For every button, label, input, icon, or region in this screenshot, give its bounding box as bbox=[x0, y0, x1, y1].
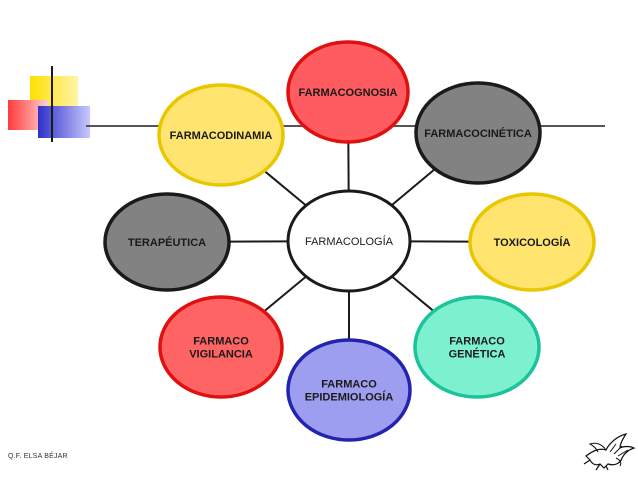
node-ellipse-toxicologia bbox=[468, 192, 596, 292]
node-farmacodinamia: FARMACODINAMIA bbox=[157, 83, 285, 187]
center-label: FARMACOLOGÍA bbox=[305, 235, 394, 248]
deco-blue-square bbox=[38, 106, 90, 138]
corner-decoration bbox=[8, 66, 90, 142]
connector-farmacodinamia bbox=[263, 170, 307, 207]
node-label-farmaco-epidemiologia: EPIDEMIOLOGÍA bbox=[305, 391, 394, 404]
node-label-farmacognosia: FARMACOGNOSIA bbox=[299, 87, 398, 99]
connectors bbox=[228, 141, 471, 340]
node-label-terapeutica: TERAPÉUTICA bbox=[128, 236, 206, 249]
node-ellipse-farmacognosia bbox=[286, 40, 410, 144]
connector-farmaco-vigilancia bbox=[263, 275, 307, 313]
node-toxicologia: TOXICOLOGÍA bbox=[468, 192, 596, 292]
node-label-farmaco-vigilancia: FARMACO bbox=[193, 336, 249, 348]
node-ellipse-farmaco-epidemiologia bbox=[286, 338, 412, 442]
center-ellipse bbox=[286, 189, 412, 293]
node-ellipse-farmaco-genetica bbox=[413, 295, 541, 399]
node-label-farmaco-vigilancia: VIGILANCIA bbox=[189, 349, 253, 361]
node-label-farmaco-epidemiologia: FARMACO bbox=[321, 379, 377, 391]
node-label-toxicologia: TOXICOLOGÍA bbox=[494, 236, 571, 249]
diagram-nodes: FARMACOGNOSIA FARMACOCINÉTICA TOXICOLOGÍA F… bbox=[103, 40, 596, 442]
author-credit: Q.F. ELSA BÉJAR bbox=[8, 453, 68, 460]
node-ellipse-terapeutica bbox=[103, 192, 231, 292]
connector-farmaco-genetica bbox=[391, 275, 435, 312]
node-ellipse-farmaco-vigilancia bbox=[158, 295, 284, 399]
node-label-farmacocinetica: FARMACOCINÉTICA bbox=[424, 127, 532, 140]
node-label-farmaco-genetica: GENÉTICA bbox=[449, 348, 506, 361]
center-node: FARMACOLOGÍA bbox=[286, 189, 412, 293]
node-farmacognosia: FARMACOGNOSIA bbox=[286, 40, 410, 144]
node-label-farmacodinamia: FARMACODINAMIA bbox=[170, 130, 273, 142]
node-farmacocinetica: FARMACOCINÉTICA bbox=[414, 81, 542, 185]
node-ellipse-farmacocinetica bbox=[414, 81, 542, 185]
connector-farmacocinetica bbox=[391, 168, 436, 207]
pegasus-icon bbox=[583, 433, 636, 471]
node-terapeutica: TERAPÉUTICA bbox=[103, 192, 231, 292]
node-label-farmaco-genetica: FARMACO bbox=[449, 336, 505, 348]
node-ellipse-farmacodinamia bbox=[157, 83, 285, 187]
